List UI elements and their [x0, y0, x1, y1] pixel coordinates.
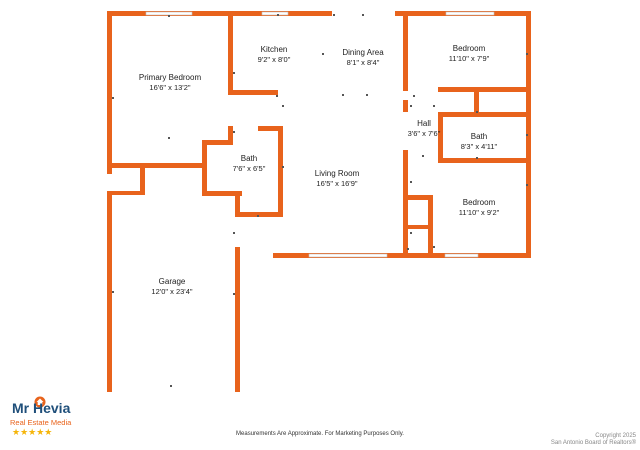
room-dims-bath-left: 7'6" x 6'5" — [233, 164, 266, 173]
company-logo: Mr Hevia Real Estate Media ★★★★★ — [10, 396, 90, 440]
room-labels: Primary Bedroom 16'6" x 13'2" Kitchen 9'… — [139, 44, 500, 296]
room-dims-bedroom-bottom: 11'10" x 9'2" — [459, 208, 500, 217]
room-dims-garage: 12'0" x 23'4" — [151, 287, 192, 296]
logo-subtitle: Real Estate Media — [10, 418, 72, 427]
house-pin-icon — [34, 396, 46, 408]
room-dims-living-room: 16'5" x 16'9" — [316, 179, 357, 188]
room-name-bedroom-bottom: Bedroom — [463, 198, 496, 207]
room-name-dining-area: Dining Area — [342, 48, 384, 57]
logo-name: Mr Hevia — [12, 400, 71, 416]
window — [261, 11, 289, 16]
room-dims-kitchen: 9'2" x 8'0" — [258, 55, 291, 64]
room-dims-primary-bedroom: 16'6" x 13'2" — [149, 83, 190, 92]
disclaimer-text: Measurements Are Approximate. For Market… — [236, 431, 404, 437]
room-name-primary-bedroom: Primary Bedroom — [139, 73, 202, 82]
copyright-text: Copyright 2025 San Antonio Board of Real… — [551, 433, 636, 447]
room-dims-bath-right: 8'3" x 4'11" — [461, 142, 498, 151]
room-name-hall: Hall — [417, 119, 431, 128]
room-name-bedroom-top: Bedroom — [453, 44, 486, 53]
room-dims-dining-area: 8'1" x 8'4" — [347, 58, 380, 67]
room-name-bath-right: Bath — [471, 132, 487, 141]
walls — [107, 11, 531, 392]
room-dims-hall: 3'6" x 7'6" — [408, 129, 441, 138]
room-name-living-room: Living Room — [315, 169, 360, 178]
window — [145, 11, 193, 16]
room-dims-bedroom-top: 11'10" x 7'9" — [449, 54, 490, 63]
rating-stars: ★★★★★ — [12, 427, 53, 437]
room-name-bath-left: Bath — [241, 154, 257, 163]
copyright-line-1: Copyright 2025 — [595, 433, 636, 439]
door-marks — [112, 14, 528, 387]
room-name-garage: Garage — [159, 277, 186, 286]
copyright-line-2: San Antonio Board of Realtors® — [550, 440, 636, 446]
window — [444, 253, 479, 258]
room-name-kitchen: Kitchen — [261, 45, 288, 54]
window — [445, 11, 495, 16]
window — [308, 253, 388, 258]
